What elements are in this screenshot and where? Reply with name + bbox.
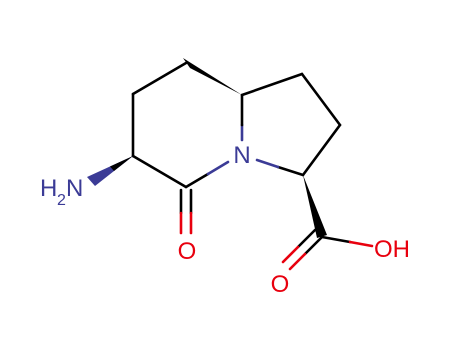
bond-c3-n-nitrogen xyxy=(255,158,280,169)
amine-h-label: H xyxy=(40,175,57,202)
acid-carbonyl-oxygen-label: O xyxy=(271,271,290,298)
bond-cooh-double-b xyxy=(296,228,317,249)
wedge-bond-carboxyl xyxy=(303,175,327,238)
bond-c3-n-carbon xyxy=(276,165,305,177)
bond-c6-n-carbon xyxy=(184,172,210,189)
bond-cooh-o-h xyxy=(348,240,374,248)
ketone-oxygen-label: O xyxy=(178,238,197,265)
wedge-bond-amine-carbon xyxy=(110,156,133,171)
bond-cooh-double-a-o xyxy=(288,252,307,271)
amine-n-label: N xyxy=(66,175,83,202)
bond-c8a-c8 xyxy=(131,61,188,96)
bond-cooh-c-o xyxy=(320,235,352,244)
bond-c7-c6 xyxy=(131,154,188,189)
bond-c8a-c1 xyxy=(240,72,304,97)
ring-nitrogen-label: N xyxy=(233,142,250,169)
bond-cooh-double-b-o xyxy=(281,245,300,264)
amine-subscript-label: 2 xyxy=(57,192,66,209)
bond-c2-c3 xyxy=(301,123,342,177)
bond-c1-c2 xyxy=(300,72,342,127)
wedge-bond-c8a xyxy=(183,58,242,95)
bond-c6-n-nitrogen xyxy=(206,160,230,176)
acid-hydroxyl-label: OH xyxy=(374,236,410,263)
bond-cooh-double-a xyxy=(303,235,324,256)
